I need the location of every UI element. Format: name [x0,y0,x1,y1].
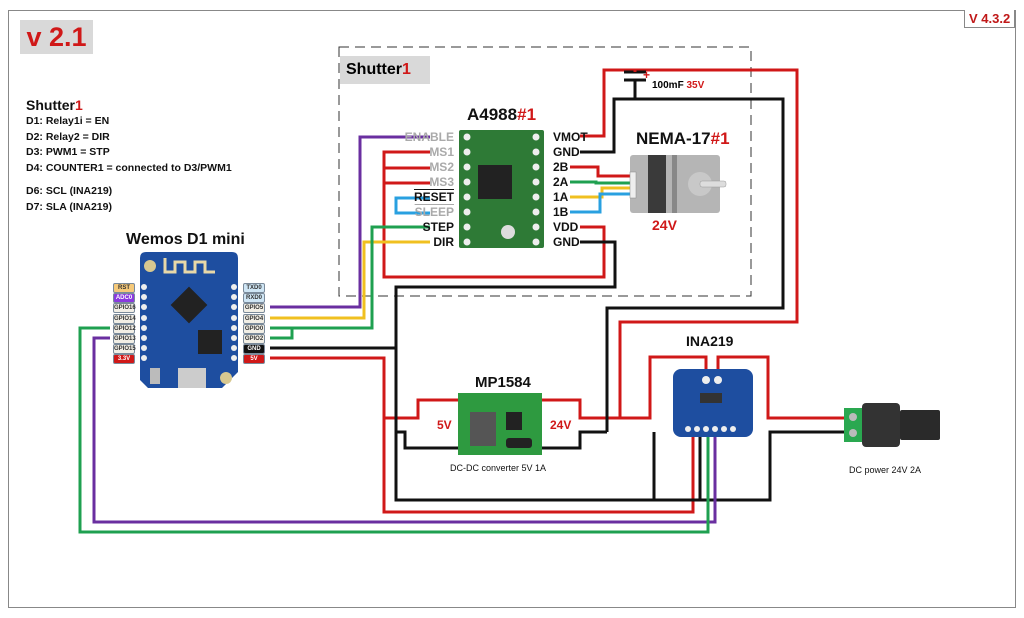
a4988-pin-1b: 1B [553,205,569,219]
wemos-pin-gpio5: GPIO5 [243,303,265,313]
wemos-pin-5v: 5V [243,354,265,364]
wire-dir [270,240,430,320]
wemos-board [140,252,238,388]
note-line: D7: SLA (INA219) [26,200,112,213]
a4988-pin-2b: 2B [553,160,569,174]
wemos-pin-gpio2: GPIO2 [243,334,265,344]
wemos-pin-gpio4: GPIO4 [243,314,265,324]
wire-ina-vinplus [716,355,848,420]
a4988-pin-sleep: SLEEP [414,205,454,219]
wire-gnd-motor [580,97,785,432]
a4988-pins [463,133,540,246]
nema17-motor [629,155,727,213]
diagram-frame [8,10,1016,608]
wemos-pin-adc0: ADC0 [113,293,135,303]
wemos-pin-gpio15: GPIO15 [113,344,136,354]
wire-vmot [580,68,799,420]
converter-out-label: 5V [437,418,452,432]
wire-2b [570,165,632,178]
a4988-pin-ms1: MS1 [429,145,454,159]
a4988-pin-gnd-logic: GND [553,235,580,249]
note-line: D3: PWM1 = STP [26,146,110,158]
blue-wires [394,192,632,215]
dc-jack [844,403,940,447]
wire-sda [92,336,717,524]
wire-reset-sleep [394,196,430,215]
version-corner-label: V 4.3.2 [964,10,1016,28]
shutter-group-border [338,46,752,297]
wire-gnd-driver [394,240,848,502]
a4988-pin-ms3: MS3 [429,175,454,189]
red-wires [270,68,848,514]
capacitor-label: 100mF 35V [652,80,705,91]
converter-caption: DC-DC converter 5V 1A [450,463,547,473]
wemos-pins [141,284,237,361]
note-line: D4: COUNTER1 = connected to D3/PWM1 [26,161,232,174]
wemos-pin-3v3: 3.3V [113,354,135,364]
note-line: D1: Relay1i = EN [26,115,110,127]
a4988-title: A4988#1 [467,105,537,124]
power-caption: DC power 24V 2A [849,465,922,475]
wire-enable [270,135,430,309]
a4988-pin-reset: RESET [413,190,454,204]
wemos-pin-gpio14: GPIO14 [113,314,136,324]
mp1584-board [458,393,542,455]
wire-1b [570,192,632,214]
wire-2a [570,180,632,185]
wemos-pin-gpio12: GPIO12 [113,324,136,334]
wemos-pin-gpio0: GPIO0 [243,324,265,334]
shutter-group-label: Shutter1 [340,56,430,84]
wemos-pin-txd0: TXD0 [243,283,265,293]
wemos-pin-gnd: GND [243,344,265,354]
wemos-pin-rxd0: RXD0 [243,293,265,303]
a4988-pin-dir: DIR [433,235,454,249]
a4988-pin-step: STEP [422,220,454,234]
wemos-pin-rst: RST [113,283,135,293]
a4988-pin-vmot: VMOT [553,130,588,144]
a4988-pin-enable: ENABLE [404,130,454,144]
note-line: D6: SCL (INA219) [26,185,113,197]
converter-title: MP1584 [475,374,531,391]
a4988-pin-ms2: MS2 [429,160,454,174]
notes-title: Shutter1 [26,97,83,113]
a4988-pin-1a: 1A [553,190,569,204]
wire-ina-vinminus [620,355,708,420]
ina219-board [673,369,753,437]
wire-conv-gnd-out [396,430,460,450]
black-wires [270,70,848,502]
wire-conv-out [384,398,460,420]
wire-conv-gnd-in [540,430,607,450]
wemos-pin-gpio13: GPIO13 [113,334,136,344]
converter-in-label: 24V [550,418,572,432]
note-line: D2: Relay2 = DIR [26,130,110,143]
motor-voltage: 24V [652,217,677,233]
a4988-board [459,130,544,248]
motor-title: NEMA-17#1 [636,129,730,148]
wire-5v [270,356,695,514]
wire-conv-in [540,398,607,420]
a4988-pin-gnd-motor: GND [553,145,580,159]
version-badge: v 2.1 [20,20,93,54]
wire-step [270,225,430,330]
sensor-title: INA219 [686,333,734,349]
a4988-pin-vdd: VDD [553,220,579,234]
wire-gpio2 [270,328,294,340]
green-wires [78,180,710,534]
a4988-pin-2a: 2A [553,175,569,189]
wemos-pin-gpio16: GPIO16 [113,303,136,313]
wemos-title: Wemos D1 mini [126,231,245,248]
wire-vdd [382,150,606,279]
wire-scl [78,326,710,534]
purple-wires [92,135,717,524]
capacitor-plus-sign: + [643,68,651,82]
pin-notes: Shutter1 D1: Relay1i = EN D2: Relay2 = D… [26,96,232,215]
